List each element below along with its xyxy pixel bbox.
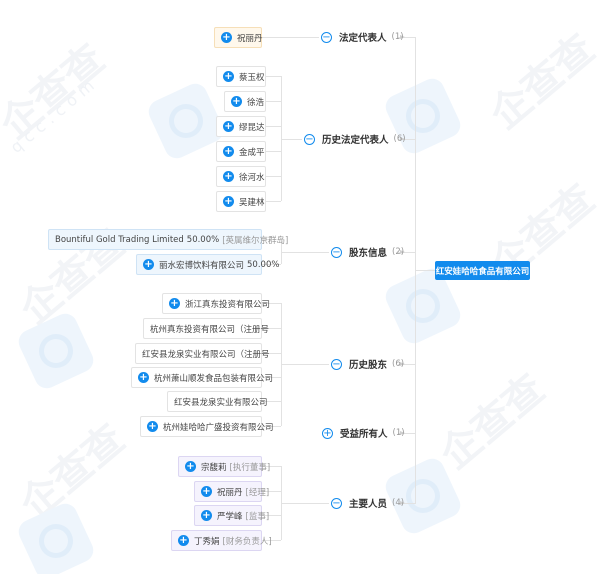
- category-label: 历史法定代表人: [322, 135, 389, 146]
- expand-icon[interactable]: +: [201, 510, 212, 521]
- expand-icon[interactable]: +: [147, 421, 158, 432]
- history-shareholder-node[interactable]: 红安县龙泉实业有限公司（注册号: [135, 343, 270, 364]
- expand-icon[interactable]: +: [223, 71, 234, 82]
- history-shareholder-node[interactable]: + 杭州萧山顺发食品包装有限公司: [131, 367, 273, 388]
- watermark-logo-icon: [144, 79, 228, 163]
- category-label: 股东信息: [349, 248, 388, 259]
- category-history-legal-reps[interactable]: − 历史法定代表人 (6): [304, 131, 406, 147]
- expand-icon[interactable]: +: [223, 196, 234, 207]
- history-shareholder-node[interactable]: 红安县龙泉实业有限公司: [167, 391, 268, 412]
- collapse-icon[interactable]: −: [304, 133, 315, 145]
- category-shareholders[interactable]: − 股东信息 (2): [331, 244, 404, 260]
- person-name: 缪昆达: [239, 122, 265, 133]
- watermark-text: 企查查: [11, 415, 134, 529]
- history-legal-rep-node[interactable]: + 徐河水: [216, 166, 266, 187]
- watermark-text: 企查查: [0, 35, 114, 149]
- shareholder-node[interactable]: + 丽水宏博饮料有限公司 50.00%: [136, 254, 279, 275]
- category-label: 法定代表人: [339, 33, 387, 44]
- watermark-text: 企查查: [481, 25, 600, 139]
- category-count: (1): [392, 428, 405, 438]
- company-name: 红安县龙泉实业有限公司: [174, 397, 268, 408]
- shareholder-node[interactable]: Bountiful Gold Trading Limited 50.00% [英…: [48, 229, 288, 250]
- expand-icon[interactable]: +: [322, 427, 333, 439]
- category-count: (2): [392, 247, 405, 257]
- expand-icon[interactable]: +: [223, 146, 234, 157]
- category-count: (1): [391, 32, 404, 42]
- shareholder-name: Bountiful Gold Trading Limited: [55, 234, 184, 245]
- category-count: (4): [392, 498, 405, 508]
- person-name: 金成平: [239, 147, 265, 158]
- history-legal-rep-node[interactable]: + 缪昆达: [216, 116, 266, 137]
- expand-icon[interactable]: +: [143, 259, 154, 270]
- history-legal-rep-node[interactable]: + 蔡玉权: [216, 66, 266, 87]
- person-name: 祝丽丹: [217, 487, 243, 498]
- collapse-icon[interactable]: −: [331, 497, 342, 509]
- history-legal-rep-node[interactable]: + 吴建林: [216, 191, 266, 212]
- person-name: 徐浩: [247, 97, 265, 108]
- expand-icon[interactable]: +: [138, 372, 149, 383]
- person-name: 宗馥莉: [201, 462, 227, 473]
- category-label: 受益所有人: [340, 429, 388, 440]
- history-legal-rep-node[interactable]: + 金成平: [216, 141, 266, 162]
- category-label: 主要人员: [349, 499, 388, 510]
- person-role: [经理]: [245, 487, 270, 498]
- person-name: 徐河水: [239, 172, 265, 183]
- history-shareholder-node[interactable]: 杭州真东投资有限公司（注册号: [143, 318, 269, 339]
- category-count: (6): [392, 359, 405, 369]
- watermark-domain: qcc.com: [6, 72, 103, 157]
- share-percent: 50.00%: [247, 259, 280, 270]
- expand-icon[interactable]: +: [201, 486, 212, 497]
- history-shareholder-node[interactable]: + 浙江真东投资有限公司: [162, 293, 270, 314]
- expand-icon[interactable]: +: [169, 298, 180, 309]
- person-name: 丁秀娟: [194, 536, 220, 547]
- expand-icon[interactable]: +: [223, 171, 234, 182]
- expand-icon[interactable]: +: [185, 461, 196, 472]
- expand-icon[interactable]: +: [221, 32, 232, 43]
- expand-icon[interactable]: +: [178, 535, 189, 546]
- watermark-text: 企查查: [431, 365, 554, 479]
- share-percent: 50.00%: [186, 234, 220, 245]
- person-role: [执行董事]: [229, 462, 271, 473]
- category-key-personnel[interactable]: − 主要人员 (4): [331, 495, 404, 511]
- expand-icon[interactable]: +: [231, 96, 242, 107]
- history-legal-rep-node[interactable]: + 徐浩: [224, 91, 266, 112]
- company-name: 杭州娃哈哈广盛投资有限公司: [163, 422, 274, 433]
- legal-rep-node[interactable]: + 祝丽丹: [214, 27, 263, 48]
- category-label: 历史股东: [349, 360, 388, 371]
- category-legal-rep[interactable]: − 法定代表人 (1): [321, 29, 404, 45]
- category-history-shareholders[interactable]: − 历史股东 (6): [331, 356, 404, 372]
- key-person-node[interactable]: + 宗馥莉 [执行董事]: [178, 456, 270, 477]
- company-name: 杭州萧山顺发食品包装有限公司: [154, 373, 274, 384]
- company-root-node[interactable]: 红安娃哈哈食品有限公司: [435, 261, 530, 280]
- expand-icon[interactable]: +: [223, 121, 234, 132]
- company-name: 杭州真东投资有限公司（注册号: [150, 324, 270, 335]
- watermark-logo-icon: [14, 309, 98, 393]
- company-name: 红安县龙泉实业有限公司（注册号: [142, 349, 270, 360]
- key-person-node[interactable]: + 祝丽丹 [经理]: [194, 481, 269, 502]
- person-role: [财务负责人]: [222, 536, 272, 547]
- root-connector: [415, 270, 435, 271]
- person-name: 蔡玉权: [239, 72, 265, 83]
- collapse-icon[interactable]: −: [321, 31, 332, 43]
- key-person-node[interactable]: + 丁秀娟 [财务负责人]: [171, 530, 272, 551]
- collapse-icon[interactable]: −: [331, 246, 342, 258]
- watermark-logo-icon: [14, 499, 98, 574]
- collapse-icon[interactable]: −: [331, 358, 342, 370]
- company-name: 浙江真东投资有限公司: [185, 299, 271, 310]
- person-name: 严学峰: [217, 511, 243, 522]
- person-role: [监事]: [245, 511, 270, 522]
- key-person-node[interactable]: + 严学峰 [监事]: [194, 505, 269, 526]
- category-beneficial-owners[interactable]: + 受益所有人 (1): [322, 425, 405, 441]
- shareholder-region: [英属维尔京群岛]: [222, 235, 289, 246]
- category-count: (6): [393, 134, 406, 144]
- person-name: 祝丽丹: [237, 33, 263, 44]
- shareholder-name: 丽水宏博饮料有限公司: [159, 260, 245, 271]
- person-name: 吴建林: [239, 197, 265, 208]
- history-shareholder-node[interactable]: + 杭州娃哈哈广盛投资有限公司: [140, 416, 274, 437]
